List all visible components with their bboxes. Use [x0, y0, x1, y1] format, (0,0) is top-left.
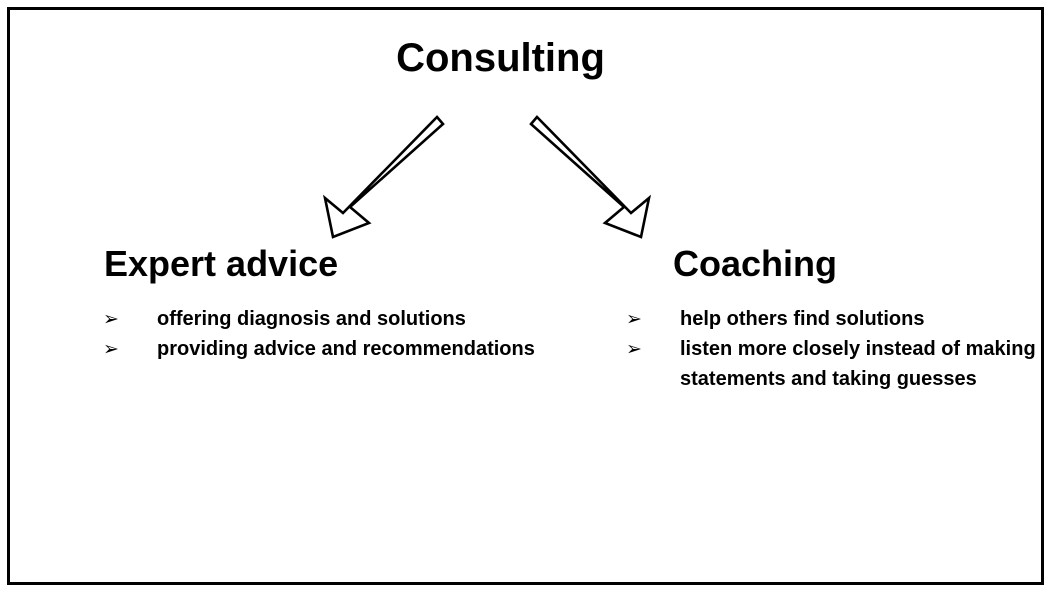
- bullet-arrow-icon: ➢: [626, 308, 642, 330]
- list-item: ➢ offering diagnosis and solutions: [95, 304, 535, 334]
- column-coaching: Coaching ➢ help others find solutions ➢ …: [618, 246, 1038, 394]
- list-item-text: listen more closely instead of making st…: [680, 338, 1036, 390]
- bullet-arrow-icon: ➢: [103, 338, 119, 360]
- page-title-text: Consulting: [396, 36, 605, 80]
- bullet-list-coaching: ➢ help others find solutions ➢ listen mo…: [618, 304, 1038, 394]
- bullet-arrow-icon: ➢: [103, 308, 119, 330]
- heading-expert-advice: Expert advice: [104, 243, 339, 284]
- slide-frame: Consulting Expert advice ➢ offering diag…: [7, 7, 1044, 585]
- list-item-text: help others find solutions: [680, 308, 925, 330]
- bullet-arrow-icon: ➢: [626, 338, 642, 360]
- slide-canvas: Consulting Expert advice ➢ offering diag…: [10, 10, 1041, 582]
- arrow-to-coaching-icon: [529, 115, 652, 239]
- list-item: ➢ providing advice and recommendations: [95, 334, 535, 364]
- bullet-list-expert-advice: ➢ offering diagnosis and solutions ➢ pro…: [95, 304, 535, 364]
- heading-coaching: Coaching: [673, 243, 838, 284]
- arrow-to-expert-advice-icon: [322, 115, 445, 239]
- list-item-text: offering diagnosis and solutions: [157, 308, 466, 330]
- list-item: ➢ listen more closely instead of making …: [618, 334, 1038, 394]
- column-expert-advice: Expert advice ➢ offering diagnosis and s…: [95, 246, 535, 364]
- page-title: Consulting: [10, 36, 1041, 80]
- list-item: ➢ help others find solutions: [618, 304, 1038, 334]
- list-item-text: providing advice and recommendations: [157, 338, 535, 360]
